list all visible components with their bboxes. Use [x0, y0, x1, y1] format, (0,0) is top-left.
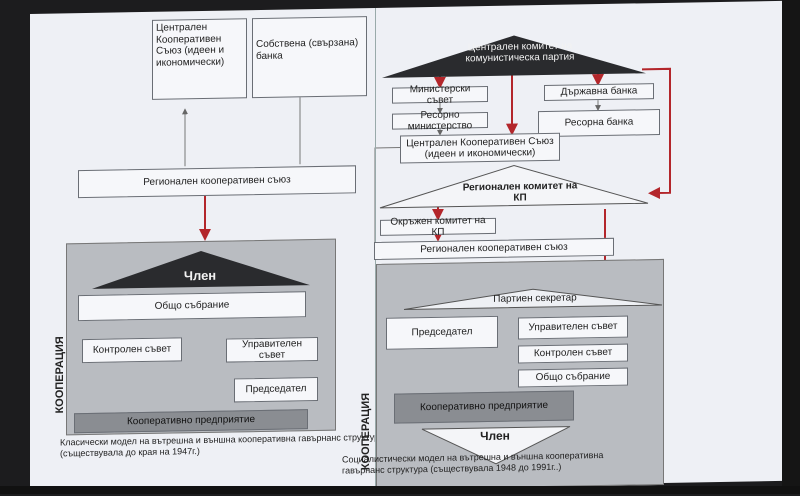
state-bank-box: Държавна банка: [544, 83, 654, 102]
own-bank-box: Собствена (свързана) банка: [252, 16, 367, 99]
district-committee-box: Окръжен комитет на КП: [380, 215, 496, 238]
left-management-board-box: Управителен съвет: [226, 336, 318, 363]
left-management-board-label: Управителен съвет: [242, 337, 302, 362]
left-side-label: КООПЕРАЦИЯ: [54, 336, 66, 414]
left-enterprise-label: Кооперативно предприятие: [126, 414, 256, 428]
left-general-assembly-label: Общо събрание: [154, 299, 230, 313]
right-chairman-label: Председател: [411, 326, 473, 339]
district-committee-label: Окръжен комитет на КП: [390, 214, 486, 238]
party-secretary-triangle: [403, 288, 663, 310]
sector-ministry-box: Ресорно министерство: [392, 109, 488, 132]
slide: Централен Кооперативен Съюз (идеен и ико…: [30, 0, 782, 495]
right-management-board-label: Управителен съвет: [528, 320, 618, 334]
left-general-assembly-box: Общо събрание: [78, 291, 306, 322]
regional-committee-triangle: [379, 165, 649, 209]
left-chairman-box: Председател: [234, 376, 318, 403]
own-bank-label: Собствена (свързана) банка: [256, 37, 359, 62]
central-cooperative-union-box: Централен Кооперативен Съюз (идеен и ико…: [152, 18, 247, 100]
right-enterprise-label: Кооперативно предприятие: [419, 400, 549, 414]
left-member-triangle: [92, 251, 310, 289]
right-central-union-label: Централен Кооперативен Съюз (идеен и ико…: [406, 135, 554, 161]
right-regional-union-label: Регионален кооперативен съюз: [420, 241, 568, 256]
right-control-board-box: Контролен съвет: [518, 343, 628, 364]
state-bank-label: Държавна банка: [560, 85, 638, 98]
left-regional-union-label: Регионален кооперативен съюз: [143, 174, 291, 189]
right-general-assembly-box: Общо събрание: [518, 367, 628, 388]
sector-ministry-label: Ресорно министерство: [407, 109, 473, 133]
monitor-bezel-right: [782, 0, 800, 494]
central-union-label: Централен Кооперативен Съюз (идеен и ико…: [156, 21, 225, 69]
right-control-board-label: Контролен съвет: [533, 347, 613, 360]
left-control-board-box: Контролен съвет: [82, 337, 182, 364]
right-member-triangle: [421, 426, 571, 465]
central-committee-triangle: [382, 35, 646, 78]
left-member-label: Член: [183, 267, 217, 284]
right-chairman-box: Председател: [386, 315, 498, 350]
central-committee-label: Централен комитет на комунистическа парт…: [465, 40, 575, 65]
sector-bank-label: Ресорна банка: [564, 116, 634, 129]
party-secretary-label: Партиен секретар: [493, 292, 577, 305]
ministers-council-box: Министерски съвет: [392, 83, 488, 106]
ministers-council-label: Министерски съвет: [409, 82, 471, 107]
monitor-bezel-bottom: [0, 486, 800, 494]
left-chairman-label: Председател: [245, 383, 307, 396]
left-regional-union-box: Регионален кооперативен съюз: [78, 165, 356, 199]
right-general-assembly-label: Общо събрание: [535, 371, 611, 384]
regional-committee-label: Регионален комитет на КП: [462, 180, 578, 204]
left-enterprise-box: Кооперативно предприятие: [74, 409, 308, 434]
left-control-board-label: Контролен съвет: [92, 343, 172, 357]
right-enterprise-box: Кооперативно предприятие: [394, 390, 574, 424]
right-central-union-box: Централен Кооперативен Съюз (идеен и ико…: [400, 132, 560, 164]
right-management-board-box: Управителен съвет: [518, 315, 628, 340]
right-member-label: Член: [480, 428, 510, 444]
